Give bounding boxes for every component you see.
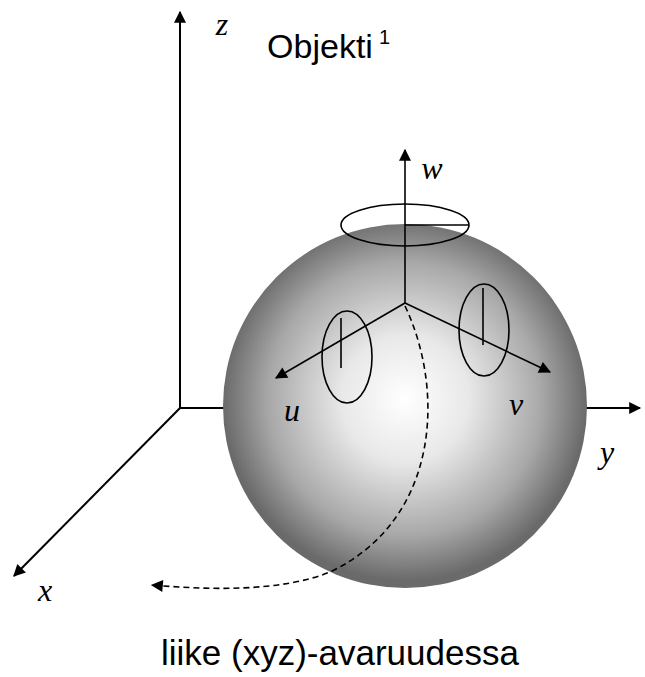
superscript-number: 1 — [379, 27, 390, 47]
axis-label: u — [284, 394, 300, 426]
rotation-ellipse — [322, 311, 372, 403]
w-axis — [404, 150, 406, 303]
radius-line — [482, 288, 484, 345]
object-title: Objekti — [267, 29, 373, 63]
axis-label: w — [421, 152, 442, 184]
body-axes — [276, 150, 550, 403]
axis-label: v — [509, 388, 523, 420]
rotation-ellipse — [341, 204, 469, 246]
x-axis — [14, 408, 180, 576]
axis-label: z — [216, 8, 228, 40]
rotation-ellipse — [459, 284, 509, 376]
z-axis — [179, 12, 181, 408]
motion-path — [152, 306, 428, 588]
radius-line — [405, 224, 469, 226]
axis-label: x — [38, 574, 52, 606]
v-axis — [405, 303, 550, 372]
u-axis — [276, 303, 405, 378]
axis-label: y — [600, 436, 614, 468]
caption: liike (xyz)-avaruudessa — [161, 635, 519, 670]
radius-line — [340, 318, 342, 368]
